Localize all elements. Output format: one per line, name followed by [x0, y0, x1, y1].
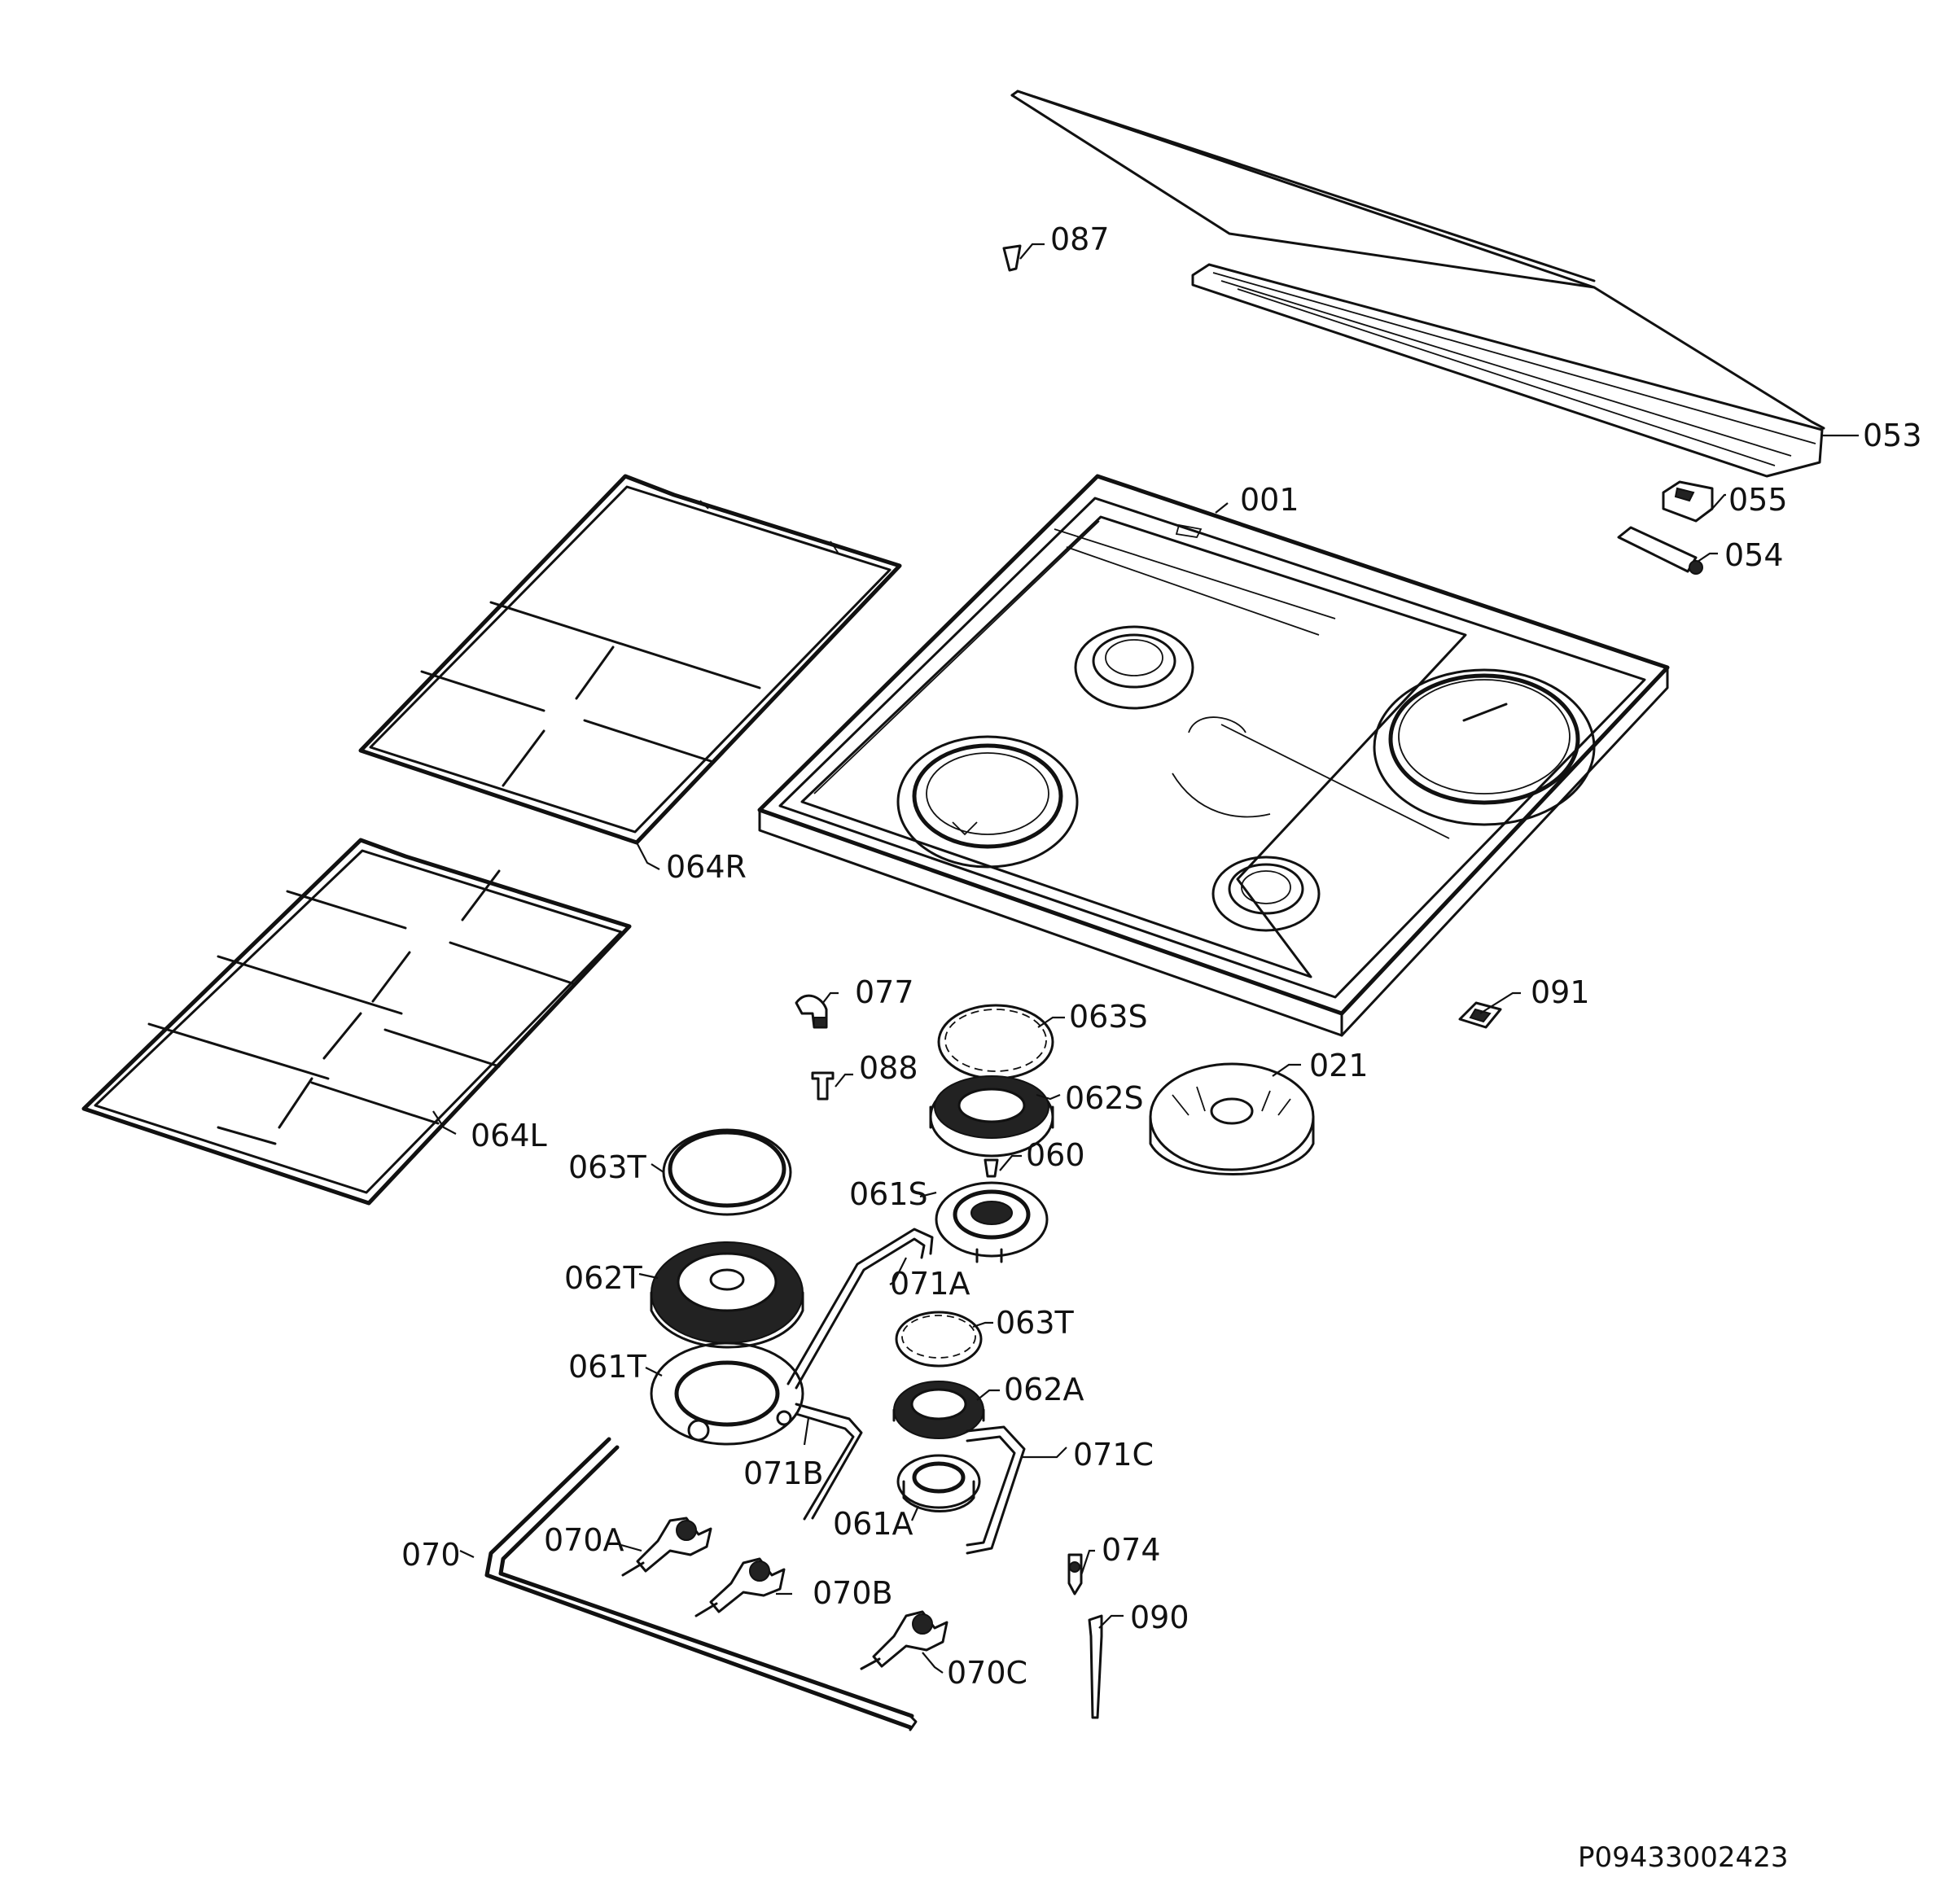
label-063S: 063S — [1069, 999, 1148, 1035]
label-061T: 061T — [568, 1349, 647, 1385]
label-070C: 070C — [947, 1655, 1027, 1691]
leader-lines — [432, 243, 1859, 1674]
label-070B: 070B — [813, 1575, 893, 1611]
label-074: 074 — [1102, 1532, 1161, 1568]
label-088: 088 — [859, 1050, 918, 1086]
gas-pipes-and-taps — [484, 1228, 1103, 1731]
glass-lid-part — [1010, 90, 1825, 478]
label-055: 055 — [1728, 482, 1788, 518]
label-063T-small: 063T — [996, 1305, 1075, 1341]
drawing-code: P09433002423 — [1578, 1841, 1788, 1874]
label-070A: 070A — [544, 1522, 624, 1558]
label-060: 060 — [1026, 1137, 1085, 1173]
small-parts — [795, 244, 1714, 1178]
label-053: 053 — [1863, 418, 1922, 453]
label-001: 001 — [1240, 482, 1299, 518]
pan-support-right-part — [358, 474, 902, 845]
pan-support-left-part — [81, 838, 632, 1206]
label-062A: 062A — [1004, 1372, 1084, 1407]
label-090: 090 — [1130, 1600, 1189, 1635]
label-071A: 071A — [890, 1266, 970, 1302]
label-077: 077 — [855, 974, 914, 1010]
label-064L: 064L — [471, 1118, 547, 1153]
label-064R: 064R — [666, 849, 747, 885]
label-062S: 062S — [1065, 1080, 1144, 1116]
label-071B: 071B — [743, 1455, 824, 1491]
label-061S: 061S — [849, 1176, 928, 1212]
label-070: 070 — [401, 1537, 461, 1573]
hob-tray-part — [757, 474, 1670, 1037]
label-061A: 061A — [833, 1506, 913, 1542]
label-091: 091 — [1531, 974, 1590, 1010]
label-071C: 071C — [1073, 1437, 1154, 1473]
part-labels: 087 053 001 055 054 064R 077 091 063S 08… — [401, 221, 1922, 1691]
label-021: 021 — [1309, 1048, 1369, 1083]
label-054: 054 — [1724, 537, 1784, 573]
burner-parts — [650, 1004, 1315, 1512]
label-087: 087 — [1050, 221, 1110, 257]
label-063T-large: 063T — [568, 1149, 647, 1185]
label-062T: 062T — [564, 1260, 643, 1296]
